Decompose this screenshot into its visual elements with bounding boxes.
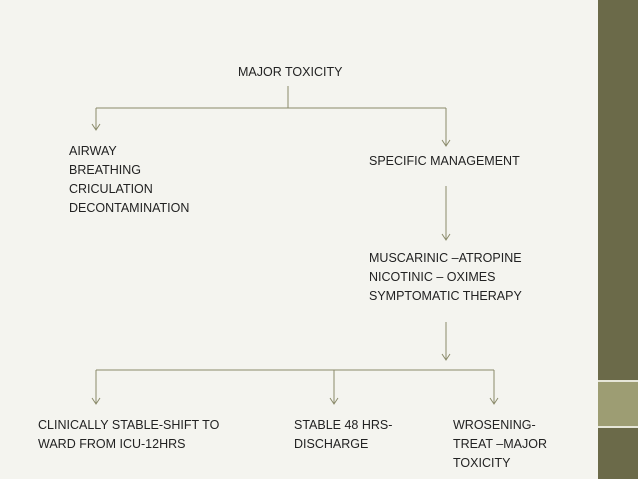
node-label: CLINICALLY STABLE-SHIFT TO xyxy=(38,418,220,432)
node-label: WROSENING- xyxy=(453,418,536,432)
node-specific-management: SPECIFIC MANAGEMENT xyxy=(369,152,520,171)
node-label: SPECIFIC MANAGEMENT xyxy=(369,154,520,168)
node-supportive-care: AIRWAY BREATHING CRICULATION DECONTAMINA… xyxy=(69,142,189,218)
sidebar-decoration-top xyxy=(598,0,638,381)
arrowhead xyxy=(329,397,339,405)
node-major-toxicity: MAJOR TOXICITY xyxy=(238,63,342,82)
node-outcome-stable: CLINICALLY STABLE-SHIFT TO WARD FROM ICU… xyxy=(38,416,219,454)
node-label: CRICULATION xyxy=(69,182,153,196)
node-label: BREATHING xyxy=(69,163,141,177)
node-label: MUSCARINIC –ATROPINE xyxy=(369,251,522,265)
arrowhead xyxy=(441,233,451,241)
node-label: NICOTINIC – OXIMES xyxy=(369,270,496,284)
arrowhead xyxy=(441,139,451,147)
arrowhead xyxy=(91,123,101,131)
arrowhead xyxy=(441,353,451,361)
node-label: WARD FROM ICU-12HRS xyxy=(38,437,186,451)
node-label: STABLE 48 HRS- xyxy=(294,418,393,432)
connector-lines xyxy=(91,86,499,405)
node-label: TREAT –MAJOR xyxy=(453,437,547,451)
sidebar-decoration-accent xyxy=(598,381,638,427)
node-label: TOXICITY xyxy=(453,456,511,470)
node-label: DISCHARGE xyxy=(294,437,369,451)
arrowhead xyxy=(489,397,499,405)
node-label: SYMPTOMATIC THERAPY xyxy=(369,289,522,303)
node-outcome-discharge: STABLE 48 HRS- DISCHARGE xyxy=(294,416,392,454)
node-outcome-worsening: WROSENING- TREAT –MAJOR TOXICITY xyxy=(453,416,547,473)
node-label: AIRWAY xyxy=(69,144,117,158)
node-label: MAJOR TOXICITY xyxy=(238,65,343,79)
sidebar-decoration-bottom xyxy=(598,427,638,479)
sidebar-divider xyxy=(598,380,638,382)
node-antidotes: MUSCARINIC –ATROPINE NICOTINIC – OXIMES … xyxy=(369,249,522,306)
arrowhead xyxy=(91,397,101,405)
sidebar-divider xyxy=(598,426,638,428)
node-label: DECONTAMINATION xyxy=(69,201,190,215)
